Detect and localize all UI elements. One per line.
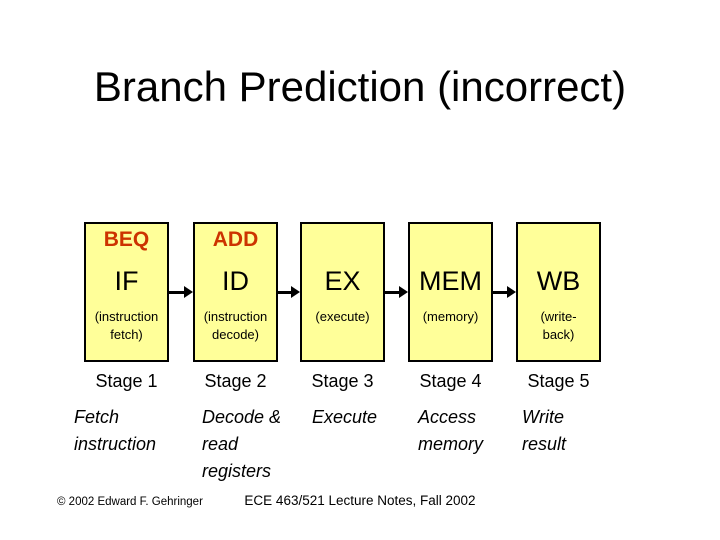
stage-label-4: Stage 4 (419, 371, 482, 391)
flow-arrow-ex-mem (385, 286, 408, 298)
stage-expansion-mem: (memory) (422, 309, 479, 324)
stage-description-5: Write result (522, 407, 567, 454)
flow-arrow-mem-wb (493, 286, 516, 298)
stage-description-4: Access memory (418, 407, 484, 454)
slide-title: Branch Prediction (incorrect) (93, 63, 627, 110)
footer-copyright: © 2002 Edward F. Gehringer (57, 496, 203, 508)
stage-expansion-wb: (write- back) (540, 309, 577, 342)
arrow-head-icon (184, 286, 193, 298)
arrow-shaft (493, 291, 509, 294)
stage-abbr-id: ID (222, 266, 249, 296)
stage-abbr-mem: MEM (419, 266, 482, 296)
stage-label-1: Stage 1 (95, 371, 158, 391)
footer-course: ECE 463/521 Lecture Notes, Fall 2002 (244, 493, 476, 508)
stage-expansion-if: (instruction fetch) (94, 309, 159, 342)
arrow-head-icon (399, 286, 408, 298)
instruction-label-add: ADD (212, 228, 259, 251)
stage-box-ex: EX (execute) (300, 222, 385, 362)
arrow-shaft (385, 291, 401, 294)
stage-box-id: ADD ID (instruction decode) (193, 222, 278, 362)
stage-expansion-ex: (execute) (315, 309, 370, 324)
stage-box-wb: WB (write- back) (516, 222, 601, 362)
stage-abbr-wb: WB (536, 266, 581, 296)
stage-box-mem: MEM (memory) (408, 222, 493, 362)
arrow-shaft (169, 291, 186, 294)
stage-abbr-if: IF (114, 266, 139, 296)
stage-label-2: Stage 2 (204, 371, 267, 391)
stage-box-if: BEQ IF (instruction fetch) (84, 222, 169, 362)
instruction-label-beq: BEQ (103, 228, 150, 251)
stage-expansion-id: (instruction decode) (203, 309, 268, 342)
stage-description-1: Fetch instruction (74, 407, 157, 454)
stage-description-2: Decode & read registers (202, 407, 282, 481)
flow-arrow-id-ex (277, 286, 300, 298)
stage-label-3: Stage 3 (311, 371, 374, 391)
flow-arrow-if-id (169, 286, 193, 298)
arrow-shaft (277, 291, 293, 294)
stage-label-5: Stage 5 (527, 371, 590, 391)
arrow-head-icon (507, 286, 516, 298)
stage-abbr-ex: EX (324, 266, 361, 296)
stage-description-3: Execute (312, 407, 378, 427)
arrow-head-icon (291, 286, 300, 298)
